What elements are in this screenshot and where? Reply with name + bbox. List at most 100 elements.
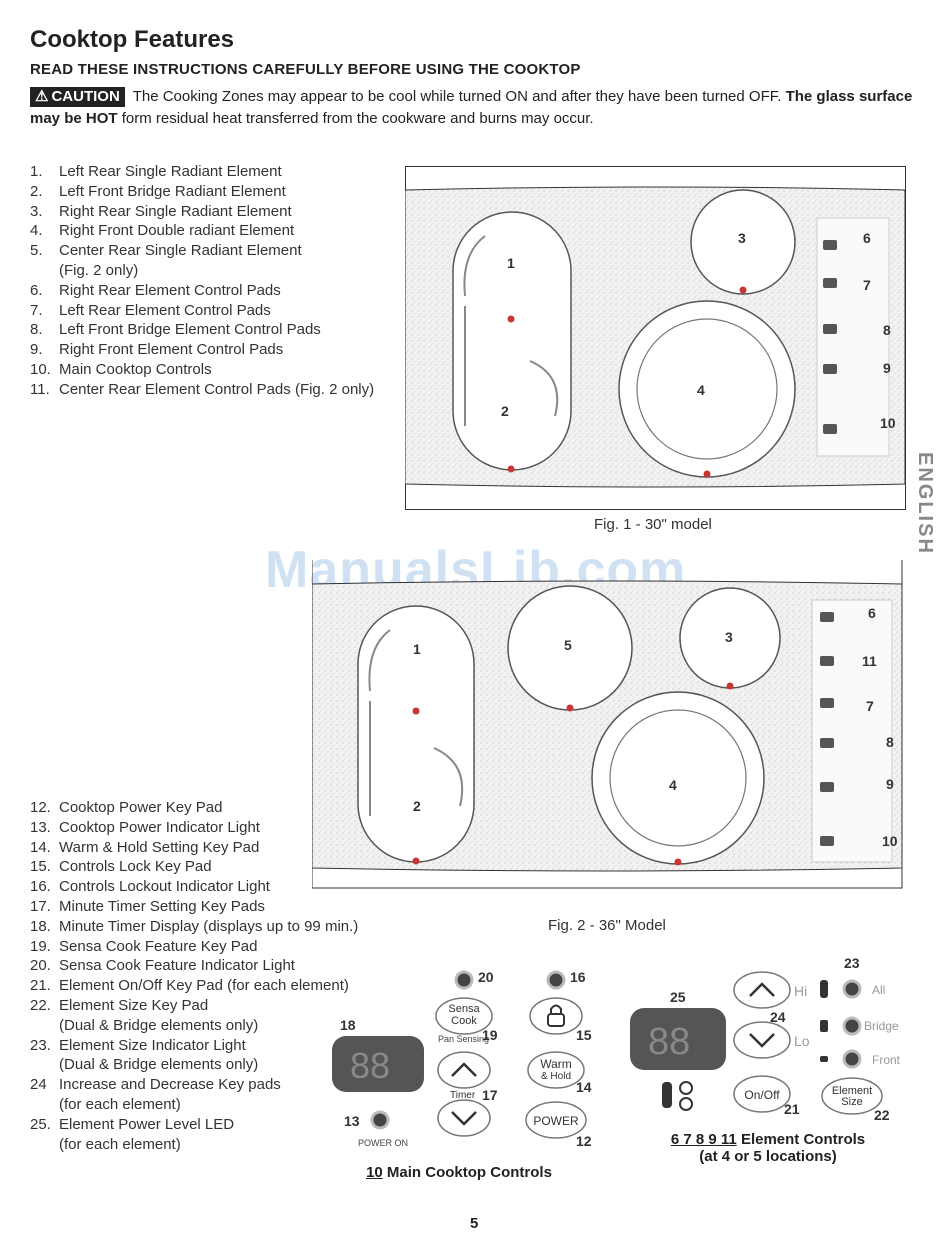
decrease-button[interactable]	[733, 1021, 791, 1059]
fig2-callout-9: 9	[886, 776, 894, 792]
power-indicator-light	[370, 1110, 390, 1130]
callout-18: 18	[340, 1017, 356, 1033]
list-item-number: 4.	[30, 222, 43, 240]
list-item-text: Minute Timer Display (displays up to 99 …	[59, 917, 359, 935]
callout-21: 21	[784, 1101, 800, 1117]
sensa-cook-button[interactable]: Sensa Cook	[435, 997, 493, 1035]
list-item-text: Element On/Off Key Pad (for each element…	[59, 977, 349, 995]
list-item-text: Sensa Cook Feature Key Pad	[59, 937, 258, 955]
list-item-continuation: (for each element)	[59, 1135, 181, 1153]
fig2-cooktop-diagram: 1 2 5 3 4 6 11 7 8 9 10	[312, 560, 903, 889]
list-item-text: Right Rear Element Control Pads	[59, 281, 281, 299]
fig1-callout-9: 9	[883, 360, 891, 376]
list-item-number: 6.	[30, 281, 43, 299]
list-item: 1.Left Rear Single Radiant Element	[30, 162, 374, 182]
fig1-callout-10: 10	[880, 415, 896, 431]
list-item: 3.Right Rear Single Radiant Element	[30, 202, 374, 222]
hi-label: Hi	[794, 983, 807, 999]
chevron-down-icon	[749, 1033, 775, 1048]
list-item-number: 12.	[30, 799, 51, 816]
list-item: 9.Right Front Element Control Pads	[30, 340, 374, 360]
main-cooktop-controls: 88 18 13 POWER ON 20 Sensa Cook Pan Sens…	[332, 969, 592, 1149]
list-item: 23. Element Size Indicator Light	[30, 1036, 358, 1056]
list-item: 16.Controls Lockout Indicator Light	[30, 877, 358, 897]
fig1-element-4	[618, 300, 796, 478]
list-item-number: 2.	[30, 182, 43, 200]
list-item-number: 20.	[30, 957, 51, 975]
list-item-text: Left Rear Single Radiant Element	[59, 163, 282, 180]
fig1-zone-1: 1	[507, 255, 515, 271]
page-subtitle: READ THESE INSTRUCTIONS CAREFULLY BEFORE…	[30, 61, 581, 78]
list-item: 18. Minute Timer Display (displays up to …	[30, 917, 358, 937]
list-item-number: 17.	[30, 897, 51, 915]
feature-list-b: 12. Cooktop Power Key Pad 13.Cooktop Power…	[30, 798, 358, 1154]
callout-19: 19	[482, 1027, 498, 1043]
list-item-number: 18.	[30, 917, 51, 935]
callout-25: 25	[670, 989, 686, 1005]
increase-button[interactable]	[733, 971, 791, 1009]
controls-lock-button[interactable]	[529, 997, 583, 1035]
callout-15: 15	[576, 1027, 592, 1043]
list-item-text: Controls Lockout Indicator Light	[59, 878, 270, 896]
callout-23: 23	[844, 955, 860, 971]
list-item: 2.Left Front Bridge Radiant Element	[30, 182, 374, 202]
list-item: 13.Cooktop Power Indicator Light	[30, 818, 358, 838]
callout-17: 17	[482, 1087, 498, 1103]
svg-text:Size: Size	[841, 1096, 862, 1108]
power-on-label: POWER ON	[358, 1138, 408, 1148]
list-item-number: 21.	[30, 977, 51, 995]
list-item-continuation: (for each element)	[59, 1095, 181, 1113]
list-item-text: Element Size Key Pad	[59, 996, 209, 1014]
on-off-button[interactable]: On/Off	[733, 1075, 791, 1113]
list-item-number: 11.	[30, 380, 50, 398]
page-title: Cooktop Features	[30, 26, 235, 53]
fig1-zone-4: 4	[697, 382, 705, 398]
power-button[interactable]: POWER	[525, 1101, 587, 1139]
caution-text: The Cooking Zones may appear to be cool …	[132, 88, 782, 105]
all-label: All	[872, 983, 885, 997]
list-item-text: Center Rear Single Radiant Element	[59, 242, 302, 260]
list-item-number: 14.	[30, 838, 51, 856]
list-item: 12. Cooktop Power Key Pad	[30, 798, 358, 818]
list-item-text: Increase and Decrease Key pads	[59, 1076, 281, 1094]
element-size-button[interactable]: Element Size	[821, 1077, 883, 1115]
chevron-up-icon	[451, 1062, 477, 1077]
list-item: 24 Increase and Decrease Key pads	[30, 1075, 358, 1095]
bridge-label: Bridge	[864, 1019, 899, 1033]
callout-24: 24	[770, 1009, 786, 1025]
list-item-number: 8.	[30, 321, 43, 339]
fig2-callout-11: 11	[862, 653, 877, 669]
list-item: 21. Element On/Off Key Pad (for each elem…	[30, 976, 358, 996]
list-item-text: Cooktop Power Key Pad	[59, 799, 223, 816]
pan-sensing-label: Pan Sensing	[438, 1034, 489, 1044]
list-item-continuation: (Dual & Bridge elements only)	[59, 1016, 259, 1034]
list-item-number: 10.	[30, 360, 51, 378]
list-item-text: Left Front Bridge Element Control Pads	[59, 321, 321, 339]
list-item-text: Controls Lock Key Pad	[59, 858, 212, 876]
list-item-text: Element Size Indicator Light	[59, 1036, 246, 1054]
fig2-zone-5: 5	[564, 637, 572, 653]
fig1-callout-8: 8	[883, 322, 891, 338]
lo-label: Lo	[794, 1033, 810, 1049]
warning-icon: ⚠	[35, 88, 49, 105]
timer-down-button[interactable]	[437, 1099, 491, 1137]
timer-display: 88	[332, 1036, 424, 1092]
list-item: 14.Warm & Hold Setting Key Pad	[30, 838, 358, 858]
list-item-number: 25.	[30, 1115, 51, 1133]
list-item-number: 5.	[30, 242, 43, 260]
fig1-caption: Fig. 1 - 30" model	[594, 516, 712, 533]
list-item-text: Main Cooktop Controls	[59, 360, 212, 378]
list-item-number: 7.	[30, 301, 43, 319]
timer-up-button[interactable]	[437, 1051, 491, 1089]
svg-text:88: 88	[350, 1045, 390, 1086]
list-item-text: Sensa Cook Feature Indicator Light	[59, 957, 295, 975]
list-item-number: 23.	[30, 1036, 51, 1054]
list-item-number: 24	[30, 1076, 47, 1094]
fig1-zone-2: 2	[501, 403, 509, 419]
callout-12: 12	[576, 1133, 592, 1149]
warm-hold-button[interactable]: Warm & Hold	[527, 1051, 585, 1089]
svg-text:On/Off: On/Off	[744, 1088, 780, 1102]
caution-bold-text: The glass surface may be HOT	[30, 88, 913, 127]
list-item-continuation: (Dual & Bridge elements only)	[59, 1056, 259, 1074]
svg-text:Cook: Cook	[451, 1015, 477, 1027]
